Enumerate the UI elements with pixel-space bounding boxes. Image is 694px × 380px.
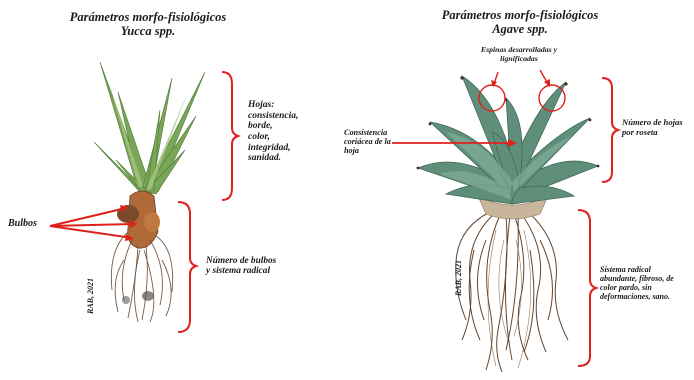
label-numero-hojas-line: por roseta bbox=[622, 128, 692, 138]
label-numero-bulbos-line: y sistema radical bbox=[206, 266, 316, 276]
label-sistema-radical: Sistema radical abundante, fibroso, de c… bbox=[600, 266, 694, 302]
agave-plant-illustration bbox=[417, 76, 600, 372]
label-numero-bulbos-line: Número de bulbos bbox=[206, 256, 316, 266]
label-hojas: Hojas: consistencia, borde, color, integ… bbox=[248, 100, 328, 164]
yucca-title: Parámetros morfo-fisiológicos Yucca spp. bbox=[38, 10, 258, 38]
agave-title-line1: Parámetros morfo-fisiológicos bbox=[410, 8, 630, 22]
label-hojas-line: borde, bbox=[248, 121, 328, 132]
label-bulbos: Bulbos bbox=[8, 218, 37, 229]
agave-title-line2: Agave spp. bbox=[410, 22, 630, 36]
label-espinas: Espinas desarrolladas y lignificadas bbox=[454, 46, 584, 63]
label-hojas-line: integridad, bbox=[248, 143, 328, 154]
label-hojas-line: consistencia, bbox=[248, 111, 328, 122]
label-sistema-radical-line: deformaciones, sano. bbox=[600, 293, 694, 302]
label-numero-bulbos: Número de bulbos y sistema radical bbox=[206, 256, 316, 277]
yucca-plant-illustration bbox=[94, 62, 205, 322]
label-hojas-line: Hojas: bbox=[248, 100, 328, 111]
label-consistencia-line: coriácea de la bbox=[344, 137, 414, 146]
label-hojas-line: sanidad. bbox=[248, 153, 328, 164]
yucca-title-line1: Parámetros morfo-fisiológicos bbox=[38, 10, 258, 24]
agave-credit: RAB, 2021 bbox=[454, 260, 463, 296]
label-hojas-line: color, bbox=[248, 132, 328, 143]
yucca-credit: RAB, 2021 bbox=[86, 278, 95, 314]
label-espinas-line: lignificadas bbox=[454, 55, 584, 64]
label-numero-hojas: Número de hojas por roseta bbox=[622, 118, 692, 137]
label-consistencia-line: Consistencia bbox=[344, 128, 414, 137]
label-consistencia-line: hoja bbox=[344, 146, 414, 155]
agave-title: Parámetros morfo-fisiológicos Agave spp. bbox=[410, 8, 630, 36]
yucca-title-line2: Yucca spp. bbox=[38, 24, 258, 38]
label-consistencia: Consistencia coriácea de la hoja bbox=[344, 128, 414, 156]
